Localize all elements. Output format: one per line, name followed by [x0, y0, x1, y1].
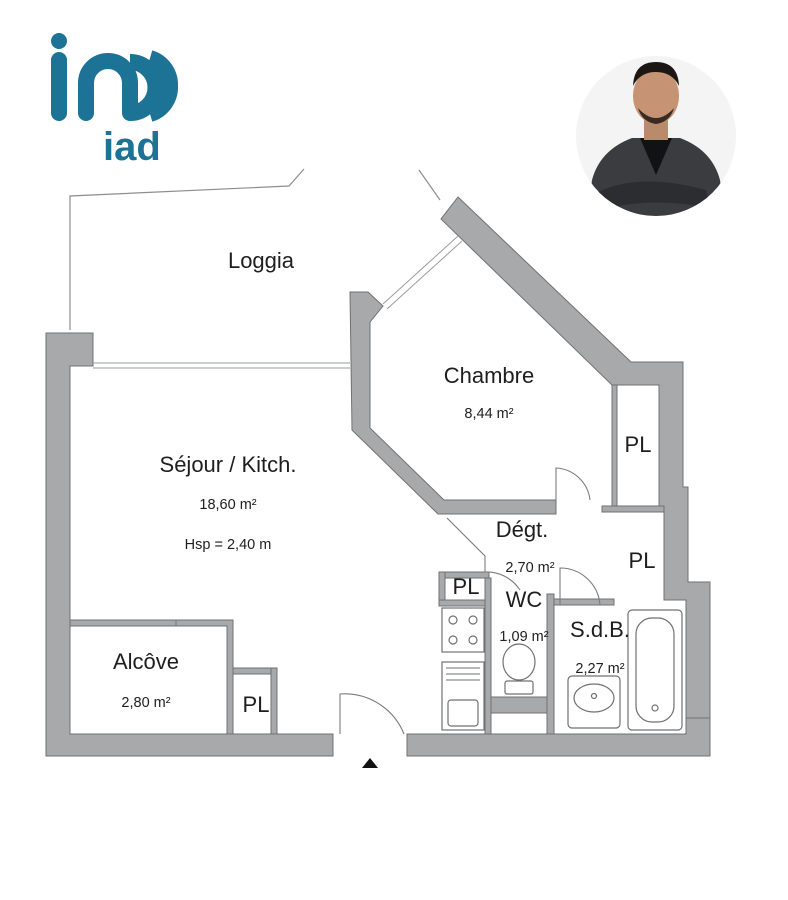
toilet: [502, 643, 536, 695]
closet-label-4: PL: [243, 692, 270, 717]
kitchen-fixtures: [441, 607, 485, 731]
room-name-degt: Dégt.: [496, 517, 549, 542]
brand-name: iad: [103, 125, 161, 169]
agent-avatar: [576, 56, 736, 216]
room-name-sdb: S.d.B.: [570, 617, 630, 642]
entrance-arrow-icon: [362, 758, 378, 768]
iad-logo: iad: [51, 33, 178, 169]
windows: [93, 235, 463, 369]
room-name-loggia: Loggia: [228, 248, 295, 273]
loggia-outline: [69, 168, 441, 330]
room-area-sejour: 18,60 m²: [199, 497, 256, 513]
bathtub: [627, 609, 683, 731]
room-area-alcove: 2,80 m²: [121, 695, 170, 711]
walls: [45, 196, 711, 757]
room-name-sejour: Séjour / Kitch.: [160, 452, 297, 477]
room-area-degt: 2,70 m²: [505, 560, 554, 576]
room-name-alcove: Alcôve: [113, 649, 179, 674]
room-name-wc: WC: [506, 587, 543, 612]
room-area-chambre: 8,44 m²: [464, 406, 513, 422]
room-area-sdb: 2,27 m²: [575, 661, 624, 677]
room-area-wc: 1,09 m²: [499, 629, 548, 645]
closet-label-3: PL: [453, 574, 480, 599]
closet-label-2: PL: [629, 548, 656, 573]
doors: [175, 467, 601, 735]
washbasin: [567, 675, 621, 729]
room-height-sejour: Hsp = 2,40 m: [185, 537, 272, 553]
closet-label-1: PL: [625, 432, 652, 457]
room-name-chambre: Chambre: [444, 363, 534, 388]
